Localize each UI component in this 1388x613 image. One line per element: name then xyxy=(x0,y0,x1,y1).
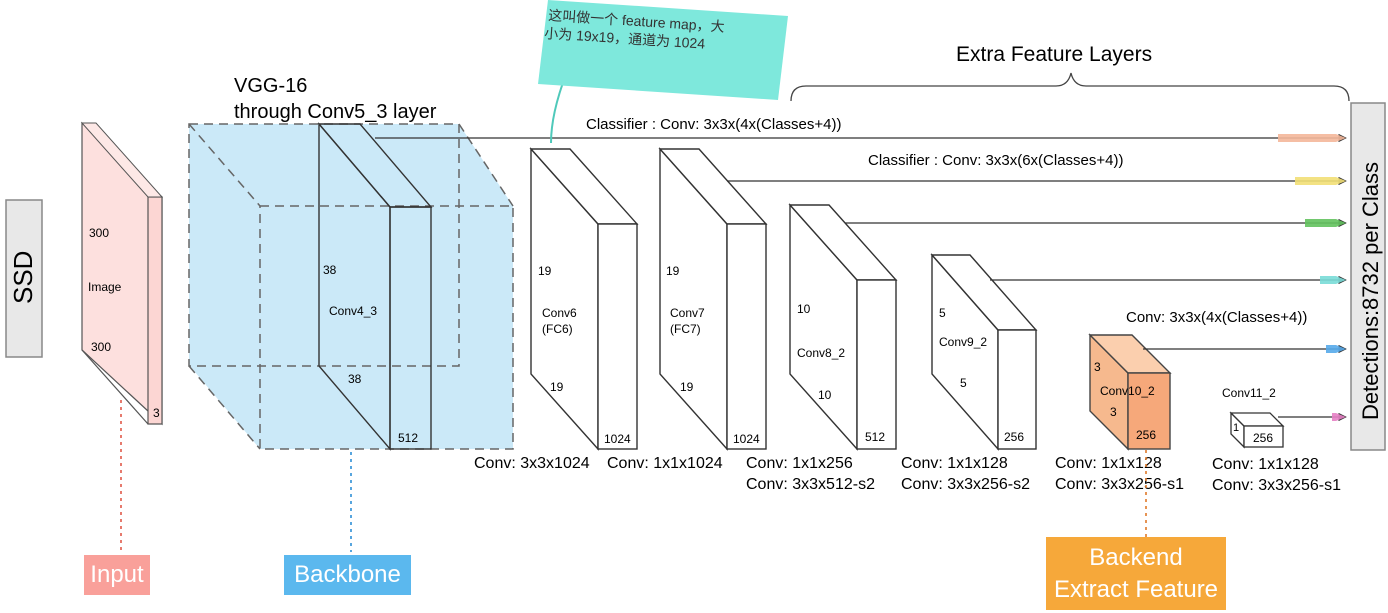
arrow-marker-1 xyxy=(1278,134,1346,142)
conv8-height: 10 xyxy=(797,302,811,316)
classifier-label-2: Classifier : Conv: 3x3x(6x(Classes+4)) xyxy=(868,152,1124,169)
conv4-width: 38 xyxy=(348,372,362,386)
conv7-height: 19 xyxy=(666,264,680,278)
op-conv9-a: Conv: 1x1x128 xyxy=(901,455,1008,472)
conv10-name: Conv10_2 xyxy=(1100,384,1155,398)
conv9-channels: 256 xyxy=(1004,430,1024,444)
op-conv10-a: Conv: 1x1x128 xyxy=(1055,455,1162,472)
ssd-label: SSD xyxy=(8,251,38,304)
backbone-block: 38 Conv4_3 38 512 xyxy=(188,122,514,451)
op-conv8-b: Conv: 3x3x512-s2 xyxy=(746,476,875,493)
conv9-width: 5 xyxy=(960,376,967,390)
conv10-width: 3 xyxy=(1110,405,1117,419)
arrow-marker-2 xyxy=(1295,177,1346,185)
classifier-label-3: Conv: 3x3x(4x(Classes+4)) xyxy=(1126,309,1307,326)
conv6-height: 19 xyxy=(538,264,552,278)
conv6-channels: 1024 xyxy=(604,432,631,446)
input-name: Image xyxy=(88,280,122,294)
input-height: 300 xyxy=(89,226,109,240)
conv11-block: Conv11_2 1 256 xyxy=(1222,386,1285,449)
conv11-channels: 256 xyxy=(1253,431,1273,445)
conv11-name: Conv11_2 xyxy=(1222,386,1276,400)
input-channels: 3 xyxy=(153,406,160,420)
detections-box: Detections:8732 per Class xyxy=(1350,102,1386,451)
vgg-subtitle: through Conv5_3 layer xyxy=(234,101,437,123)
backend-tag: Backend Extract Feature xyxy=(1046,537,1226,610)
input-tag-label: Input xyxy=(90,561,144,588)
conv8-name: Conv8_2 xyxy=(797,346,845,360)
conv10-block: 3 Conv10_2 3 256 xyxy=(1088,333,1172,451)
classifier-arrows xyxy=(375,133,1347,422)
ssd-box: SSD xyxy=(5,199,43,358)
conv8-width: 10 xyxy=(818,388,832,402)
arrow-marker-5 xyxy=(1326,345,1346,353)
input-tag: Input xyxy=(84,555,150,595)
feature-map-note: 这叫做一个 feature map，大 小为 19x19，通道为 1024 xyxy=(538,0,788,144)
conv7-name: Conv7 xyxy=(670,306,705,320)
extra-layers-brace xyxy=(790,72,1350,102)
conv7-subname: (FC7) xyxy=(670,322,701,336)
vgg-title: VGG-16 xyxy=(234,75,307,97)
arrow-marker-4 xyxy=(1320,276,1346,284)
input-width: 300 xyxy=(91,340,111,354)
conv10-channels: 256 xyxy=(1136,428,1156,442)
conv7-width: 19 xyxy=(680,380,694,394)
classifier-label-1: Classifier : Conv: 3x3x(4x(Classes+4)) xyxy=(586,116,842,133)
conv8-channels: 512 xyxy=(865,430,885,444)
backend-tag-line2: Extract Feature xyxy=(1053,575,1219,603)
conv4-height: 38 xyxy=(323,263,337,277)
op-conv8-a: Conv: 1x1x256 xyxy=(746,455,853,472)
conv6-width: 19 xyxy=(550,380,564,394)
op-conv10-b: Conv: 3x3x256-s1 xyxy=(1055,476,1184,493)
op-conv9-b: Conv: 3x3x256-s2 xyxy=(901,476,1030,493)
conv7-channels: 1024 xyxy=(733,432,760,446)
conv4-name: Conv4_3 xyxy=(329,304,377,318)
conv8-block: 10 Conv8_2 10 512 xyxy=(788,203,898,451)
input-image-block: 300 Image 300 3 xyxy=(80,121,164,426)
conv4-channels: 512 xyxy=(398,431,418,445)
op-conv7: Conv: 1x1x1024 xyxy=(607,455,723,472)
conv7-block: 19 Conv7 (FC7) 19 1024 xyxy=(658,147,768,451)
backbone-tag: Backbone xyxy=(284,555,411,595)
arrow-marker-6 xyxy=(1332,413,1346,421)
conv11-height: 1 xyxy=(1233,422,1239,434)
detections-label: Detections:8732 per Class xyxy=(1358,162,1383,420)
op-conv11-b: Conv: 3x3x256-s1 xyxy=(1212,477,1341,494)
op-conv6: Conv: 3x3x1024 xyxy=(474,455,590,472)
backend-tag-line1: Backend xyxy=(1089,543,1183,571)
conv9-name: Conv9_2 xyxy=(939,335,987,349)
arrow-marker-3 xyxy=(1305,219,1346,227)
arrow-color-markers xyxy=(1278,134,1346,421)
backbone-tag-label: Backbone xyxy=(294,561,401,588)
op-conv11-a: Conv: 1x1x128 xyxy=(1212,456,1319,473)
conv6-subname: (FC6) xyxy=(542,322,573,336)
extra-layers-title: Extra Feature Layers xyxy=(956,43,1152,66)
conv9-block: 5 Conv9_2 5 256 xyxy=(930,253,1038,451)
conv6-name: Conv6 xyxy=(542,306,577,320)
conv6-block: 19 Conv6 (FC6) 19 1024 xyxy=(529,147,639,451)
conv9-height: 5 xyxy=(939,306,946,320)
conv10-height: 3 xyxy=(1094,360,1101,374)
